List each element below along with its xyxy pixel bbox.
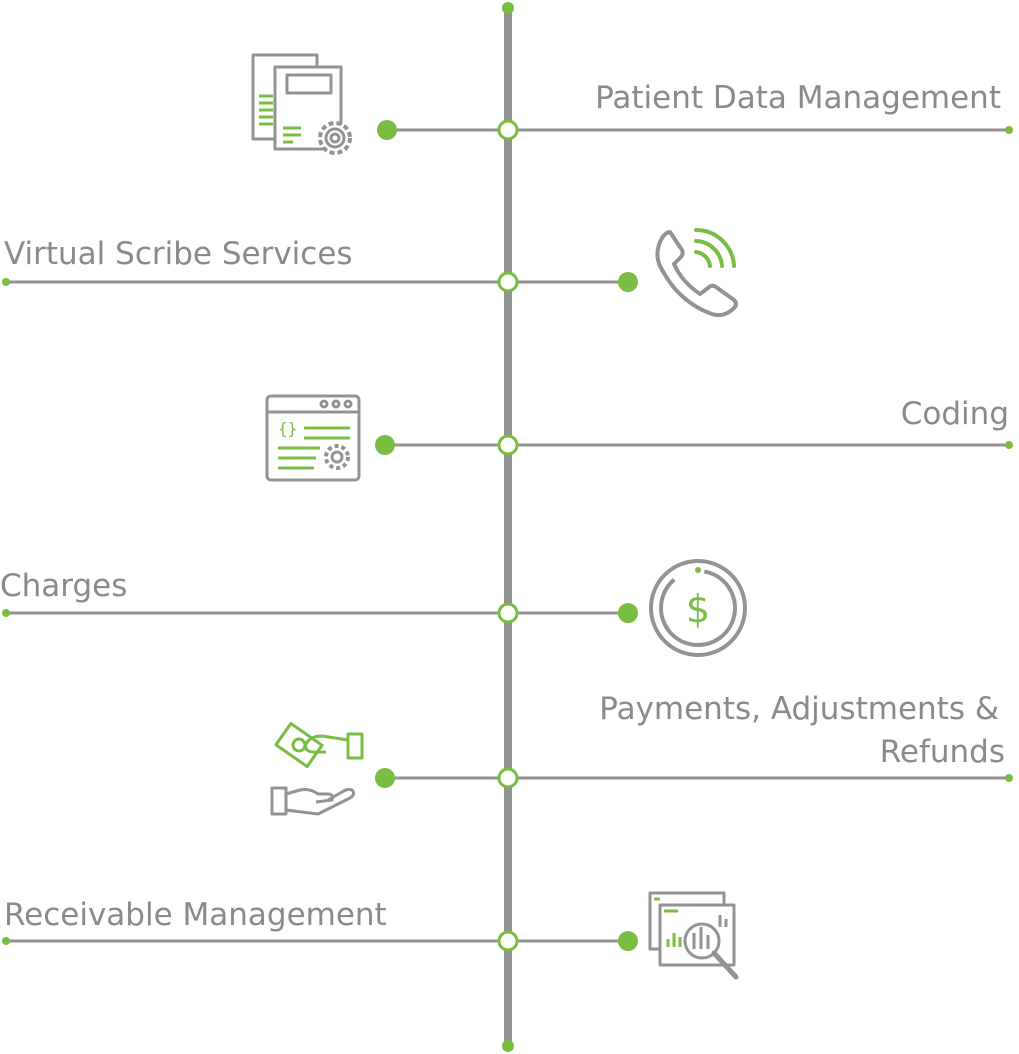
row-4-end-dot — [2, 609, 10, 617]
row-3-axis-node — [497, 434, 519, 456]
step-label-payments-line-1: Payments, Adjustments & — [599, 691, 999, 727]
svg-text:{}: {} — [278, 419, 297, 438]
row-5-icon-dot — [375, 768, 395, 788]
row-2-axis-node — [497, 271, 519, 293]
row-3-icon-dot — [375, 435, 395, 455]
dollar-coin-icon: $ — [649, 559, 747, 657]
step-label-payments-line-2: Refunds — [879, 734, 1005, 770]
axis-bottom-dot — [502, 1040, 514, 1052]
row-3-end-dot — [1005, 441, 1013, 449]
row-5-axis-node — [497, 767, 519, 789]
row-6-icon-dot — [618, 931, 638, 951]
axis-top-dot — [502, 2, 514, 14]
step-label-patient-data-management: Patient Data Management — [595, 80, 1001, 116]
step-label-coding: Coding — [900, 396, 1009, 432]
analytics-magnifier-icon — [648, 891, 739, 980]
row-1-axis-node — [497, 119, 519, 141]
row-6-end-dot — [2, 937, 10, 945]
code-window-icon: {} — [265, 394, 361, 482]
row-4-axis-node — [497, 602, 519, 624]
row-2-icon-dot — [618, 272, 638, 292]
money-hands-icon — [270, 722, 364, 816]
row-6-axis-node — [497, 930, 519, 952]
row-2-end-dot — [2, 278, 10, 286]
row-5-end-dot — [1005, 774, 1013, 782]
row-1-icon-dot — [377, 120, 397, 140]
phone-icon — [655, 227, 738, 318]
svg-text:$: $ — [686, 587, 710, 631]
row-1-end-dot — [1005, 126, 1013, 134]
step-label-receivable-management: Receivable Management — [4, 897, 387, 933]
step-label-virtual-scribe-services: Virtual Scribe Services — [4, 236, 353, 272]
patient-data-icon — [251, 53, 352, 155]
row-4-icon-dot — [618, 603, 638, 623]
step-label-charges: Charges — [0, 568, 128, 604]
